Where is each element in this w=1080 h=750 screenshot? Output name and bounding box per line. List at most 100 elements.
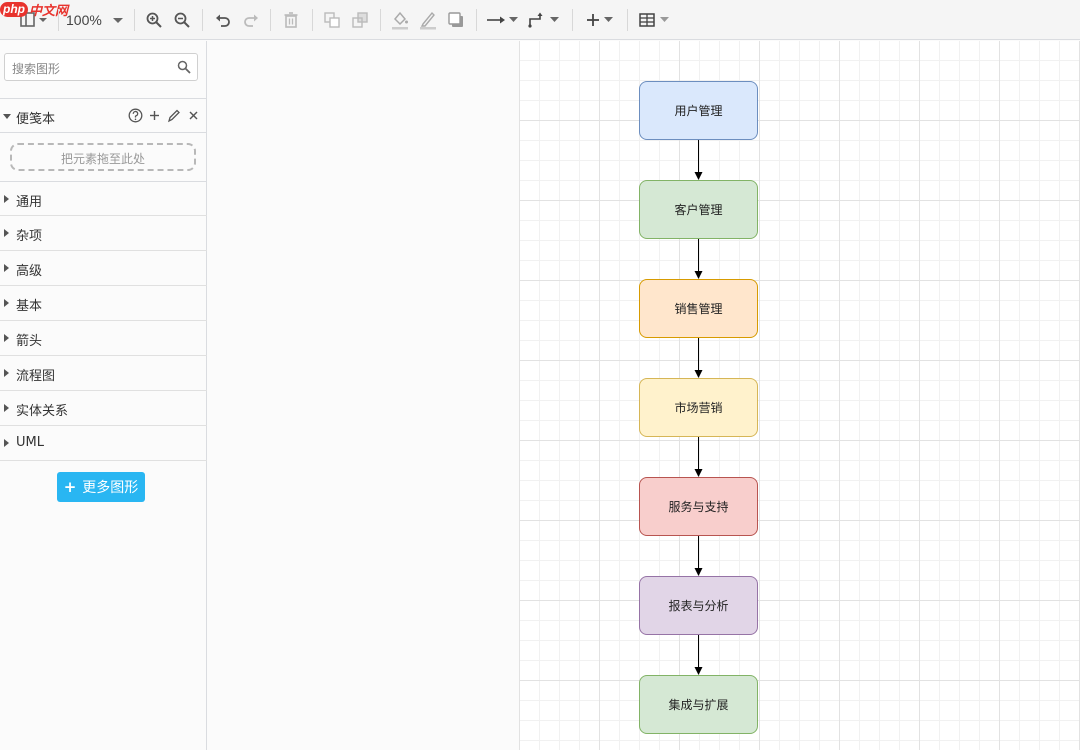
flow-node-reports-analysis[interactable]: 报表与分析 [639, 576, 758, 635]
zoom-dropdown[interactable]: 100% [66, 8, 126, 32]
zoom-out-button[interactable] [171, 8, 193, 32]
fill-color-icon [392, 11, 408, 30]
close-icon[interactable] [187, 108, 200, 123]
connection-dropdown[interactable] [485, 8, 521, 32]
toolbar-divider [270, 9, 271, 31]
toolbar-divider [572, 9, 573, 31]
shadow-button[interactable] [445, 8, 467, 32]
toolbar-divider [627, 9, 628, 31]
node-label: 客户管理 [674, 203, 723, 217]
more-shapes-label: 更多图形 [82, 480, 139, 496]
caret-right-icon [4, 404, 9, 412]
connection-icon [487, 16, 518, 24]
node-label: 报表与分析 [668, 599, 729, 613]
redo-icon [244, 14, 258, 27]
edit-icon[interactable] [167, 108, 181, 123]
node-label: 集成与扩展 [668, 698, 729, 712]
flow-node-integration-extension[interactable]: 集成与扩展 [639, 675, 758, 734]
line-color-button[interactable] [417, 8, 439, 32]
search-icon[interactable] [177, 60, 191, 74]
add-icon[interactable] [148, 108, 161, 123]
category-entity-relation[interactable]: 实体关系 [0, 391, 207, 426]
toolbar-divider [58, 9, 59, 31]
table-dropdown[interactable] [637, 8, 673, 32]
diagram-canvas[interactable] [519, 41, 1080, 750]
flow-node-sales-management[interactable]: 销售管理 [639, 279, 758, 338]
category-label: UML [16, 435, 44, 450]
node-label: 市场营销 [674, 401, 723, 415]
caret-right-icon [4, 439, 9, 447]
zoom-in-icon [146, 12, 162, 28]
fill-color-button[interactable] [389, 8, 411, 32]
caret-right-icon [4, 229, 9, 237]
category-label: 杂项 [16, 229, 43, 244]
chevron-down-icon [112, 18, 123, 23]
table-icon [639, 13, 669, 27]
node-label: 用户管理 [674, 104, 723, 118]
category-label: 高级 [16, 264, 43, 279]
scratchpad-drop-zone[interactable]: 把元素拖至此处 [10, 143, 196, 171]
logo-brand: php [0, 1, 28, 17]
search-placeholder: 搜索图形 [12, 62, 61, 76]
flow-node-customer-management[interactable]: 客户管理 [639, 180, 758, 239]
category-basic[interactable]: 基本 [0, 286, 207, 321]
category-advanced[interactable]: 高级 [0, 251, 207, 286]
delete-icon [284, 12, 298, 28]
toolbar-divider [134, 9, 135, 31]
caret-down-icon [3, 114, 11, 119]
flow-node-service-support[interactable]: 服务与支持 [639, 477, 758, 536]
flow-node-marketing[interactable]: 市场营销 [639, 378, 758, 437]
shape-sidebar: 搜索图形 便笺本 把元素拖至此处 通用 杂项 [0, 41, 207, 750]
category-uml[interactable]: UML [0, 426, 207, 461]
toolbar-divider [202, 9, 203, 31]
to-front-icon [324, 12, 340, 28]
drop-hint: 把元素拖至此处 [60, 152, 145, 166]
to-back-button[interactable] [349, 8, 371, 32]
help-icon[interactable] [128, 108, 143, 123]
zoom-out-icon [174, 12, 190, 28]
category-label: 箭头 [16, 334, 43, 349]
category-label: 通用 [16, 195, 43, 210]
insert-dropdown[interactable] [582, 8, 618, 32]
toolbar-divider [380, 9, 381, 31]
toolbar-divider [312, 9, 313, 31]
line-color-icon [420, 11, 436, 30]
category-label: 基本 [16, 299, 43, 314]
category-flowchart[interactable]: 流程图 [0, 356, 207, 391]
node-label: 服务与支持 [668, 500, 729, 514]
node-label: 销售管理 [674, 302, 723, 316]
caret-right-icon [4, 299, 9, 307]
waypoints-icon [528, 12, 559, 28]
category-general[interactable]: 通用 [0, 181, 207, 216]
category-label: 实体关系 [16, 404, 69, 419]
waypoints-dropdown[interactable] [526, 8, 562, 32]
delete-button[interactable] [280, 8, 302, 32]
caret-right-icon [4, 369, 9, 377]
category-label: 流程图 [16, 369, 56, 384]
toolbar: php 中文网 100% [0, 0, 1080, 40]
to-back-icon [352, 12, 368, 28]
format-panel-button[interactable] [16, 8, 50, 32]
category-misc[interactable]: 杂项 [0, 216, 207, 251]
zoom-level: 100% [66, 12, 102, 28]
category-arrows[interactable]: 箭头 [0, 321, 207, 356]
caret-right-icon [4, 334, 9, 342]
shadow-icon [448, 12, 463, 27]
more-shapes-button[interactable]: + 更多图形 [57, 472, 145, 502]
caret-right-icon [4, 195, 9, 203]
caret-right-icon [4, 264, 9, 272]
undo-button[interactable] [212, 8, 234, 32]
zoom-in-button[interactable] [143, 8, 165, 32]
canvas-margin [208, 41, 519, 750]
redo-button[interactable] [240, 8, 262, 32]
toolbar-divider [476, 9, 477, 31]
plus-icon: + [63, 478, 77, 496]
scratchpad-label: 便笺本 [16, 112, 56, 127]
flow-node-user-management[interactable]: 用户管理 [639, 81, 758, 140]
insert-icon [587, 14, 613, 26]
search-input[interactable]: 搜索图形 [4, 53, 198, 81]
scratchpad-header[interactable]: 便笺本 [0, 98, 207, 133]
to-front-button[interactable] [321, 8, 343, 32]
format-panel-icon [20, 12, 47, 27]
